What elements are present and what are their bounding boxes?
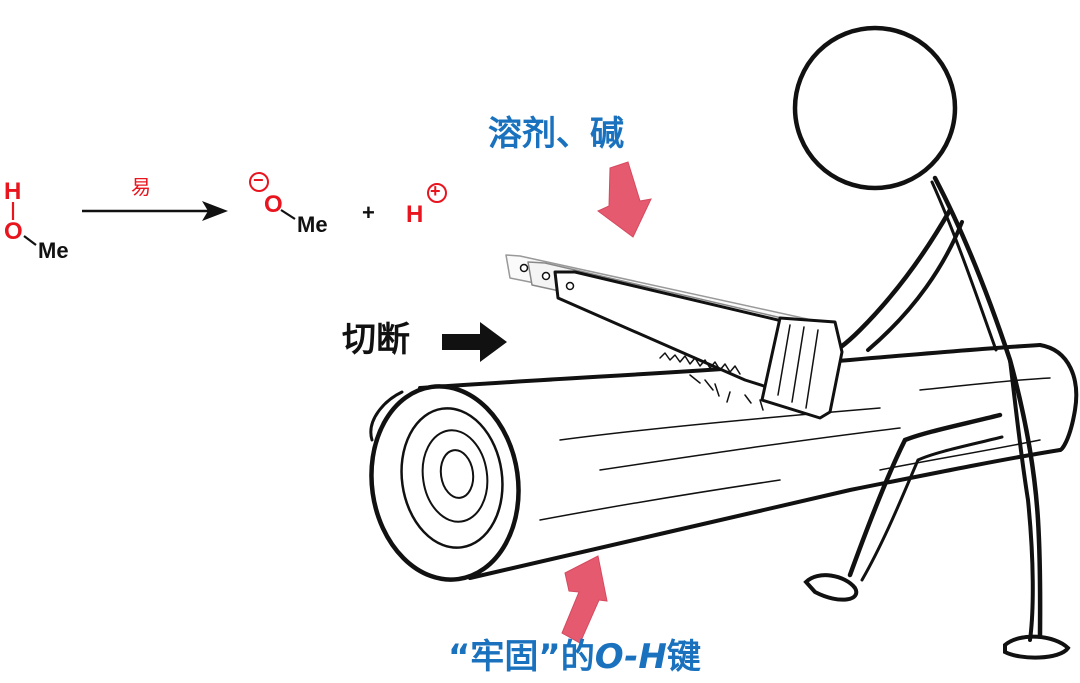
stick-figure [792, 25, 1071, 660]
log [369, 343, 1079, 582]
plus-charge-circle [427, 183, 447, 203]
pink-arrow-up-icon [561, 555, 608, 644]
reaction-arrow [82, 201, 228, 221]
reactant-me-group: Me [38, 238, 69, 263]
cut-label: 切断 [342, 320, 410, 360]
product-me-group: Me [297, 212, 328, 237]
black-arrow-right-icon [442, 322, 507, 362]
minus-charge-circle [249, 172, 269, 192]
reaction-condition: 易 [131, 175, 151, 199]
product-anion-bond [280, 209, 296, 220]
strong-oh-bond-label: “牢固”的O-H键 [448, 640, 701, 674]
bond-prefix: “牢固”的 [448, 637, 595, 677]
plus-sign: + [362, 200, 375, 225]
reactant-bonds [11, 202, 37, 246]
pink-arrow-down-icon [597, 161, 652, 238]
bond-italic: O-H [594, 637, 667, 677]
minus-charge-sign: − [253, 170, 264, 190]
product-o-atom: O [264, 191, 283, 218]
saw [505, 254, 844, 420]
proton-h-atom: H [406, 201, 424, 228]
bond-suffix: 键 [666, 637, 701, 677]
reactant-o-atom: O [4, 218, 23, 245]
plus-charge-sign: + [430, 181, 441, 201]
reactant-h-atom: H [4, 178, 22, 205]
solvent-base-label: 溶剂、碱 [488, 114, 624, 154]
